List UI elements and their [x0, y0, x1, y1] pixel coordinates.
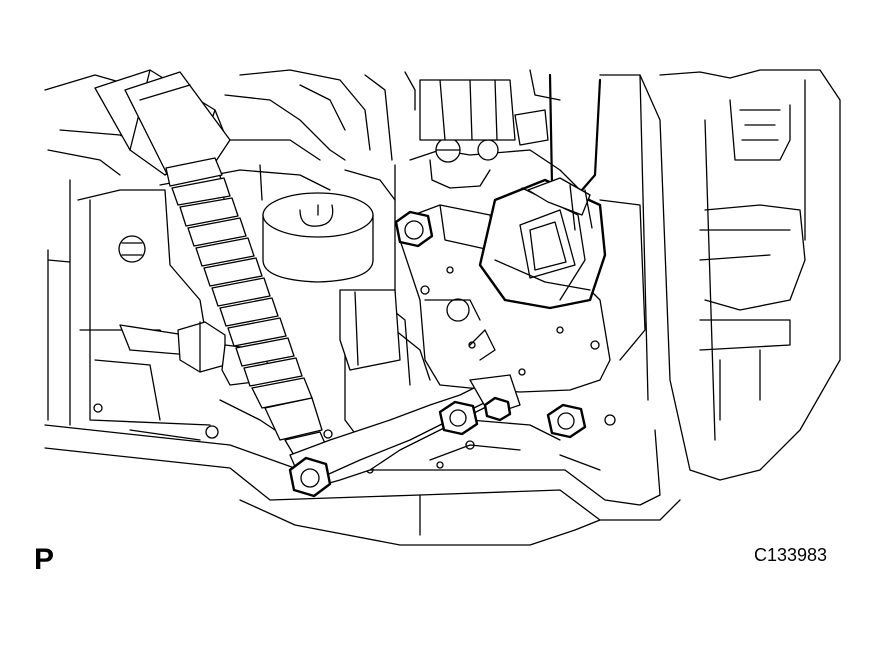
- wire-harness: [125, 72, 330, 462]
- view-label: P: [34, 543, 55, 576]
- left-fittings: [119, 236, 270, 385]
- figure-code: C133983: [754, 545, 828, 565]
- electrical-connector: [480, 75, 605, 308]
- accumulator-cap: [263, 193, 400, 370]
- bolts: [290, 80, 585, 496]
- transmission-housing: [600, 70, 840, 480]
- oil-pan: [45, 180, 680, 545]
